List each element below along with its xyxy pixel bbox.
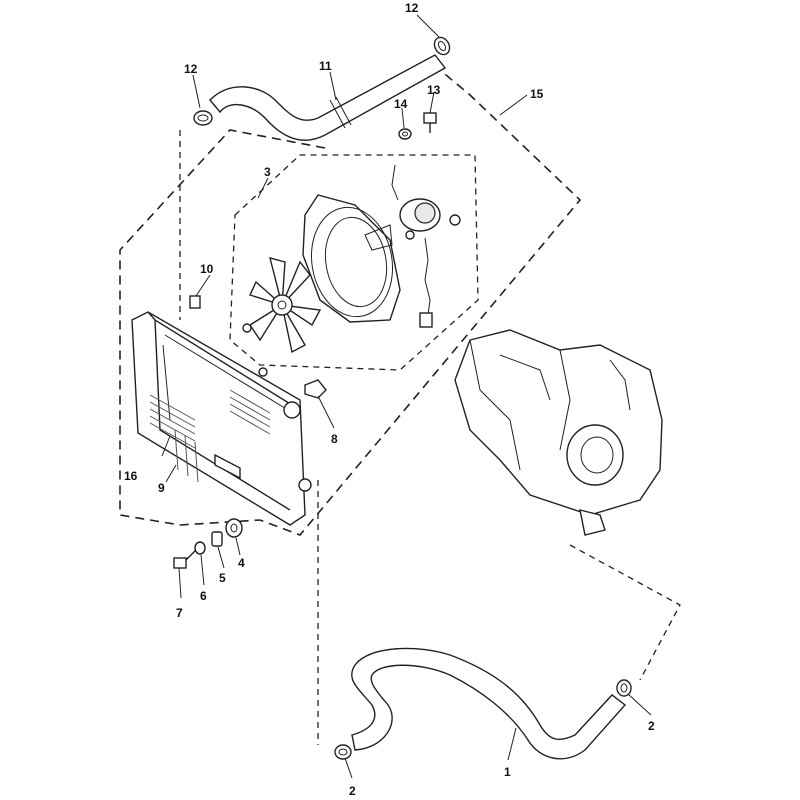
part-label-4: 4 xyxy=(238,556,245,570)
hose-clamp-2-right xyxy=(616,679,632,697)
part-label-13: 13 xyxy=(427,83,441,97)
part-label-12-left: 12 xyxy=(184,62,198,76)
bolt-13 xyxy=(423,112,437,133)
engine xyxy=(454,329,663,536)
part-label-1: 1 xyxy=(504,765,511,779)
hose-clamp-2-left xyxy=(334,744,352,760)
fan-motor xyxy=(391,164,461,328)
part-label-10: 10 xyxy=(200,262,214,276)
radiator-core-16 xyxy=(149,389,271,483)
part-label-14: 14 xyxy=(394,97,408,111)
grommet-4 xyxy=(225,518,243,538)
part-label-7: 7 xyxy=(176,606,183,620)
part-label-15: 15 xyxy=(530,87,544,101)
part-label-16: 16 xyxy=(124,469,138,483)
part-label-8: 8 xyxy=(331,432,338,446)
leader-lines xyxy=(161,14,652,779)
hose-routing-line-engine xyxy=(569,544,681,681)
assembly-outline-15 xyxy=(119,69,582,536)
hose-clamp-12-top xyxy=(433,36,451,56)
hose-clamp-12-left xyxy=(193,110,213,126)
part-label-11: 11 xyxy=(319,59,332,73)
fan-shroud xyxy=(302,194,401,323)
bolt-7 xyxy=(173,549,197,569)
fan-blade xyxy=(242,257,322,354)
part-label-2-left: 2 xyxy=(349,784,356,798)
part-label-3: 3 xyxy=(264,165,271,179)
assembly-outline-3 xyxy=(229,154,479,371)
radiator-9 xyxy=(131,311,312,526)
nut-10 xyxy=(189,295,201,309)
part-label-5: 5 xyxy=(219,571,226,585)
lower-hose-1 xyxy=(351,647,627,760)
upper-hose-11 xyxy=(209,54,447,141)
part-label-2-right: 2 xyxy=(648,719,655,733)
washer-14 xyxy=(398,128,412,140)
washer-6 xyxy=(194,541,206,555)
part-label-12-top: 12 xyxy=(405,1,419,15)
part-label-6: 6 xyxy=(200,589,207,603)
part-label-9: 9 xyxy=(158,481,165,495)
radiator-cap-8 xyxy=(304,379,327,399)
collar-5 xyxy=(211,531,223,547)
